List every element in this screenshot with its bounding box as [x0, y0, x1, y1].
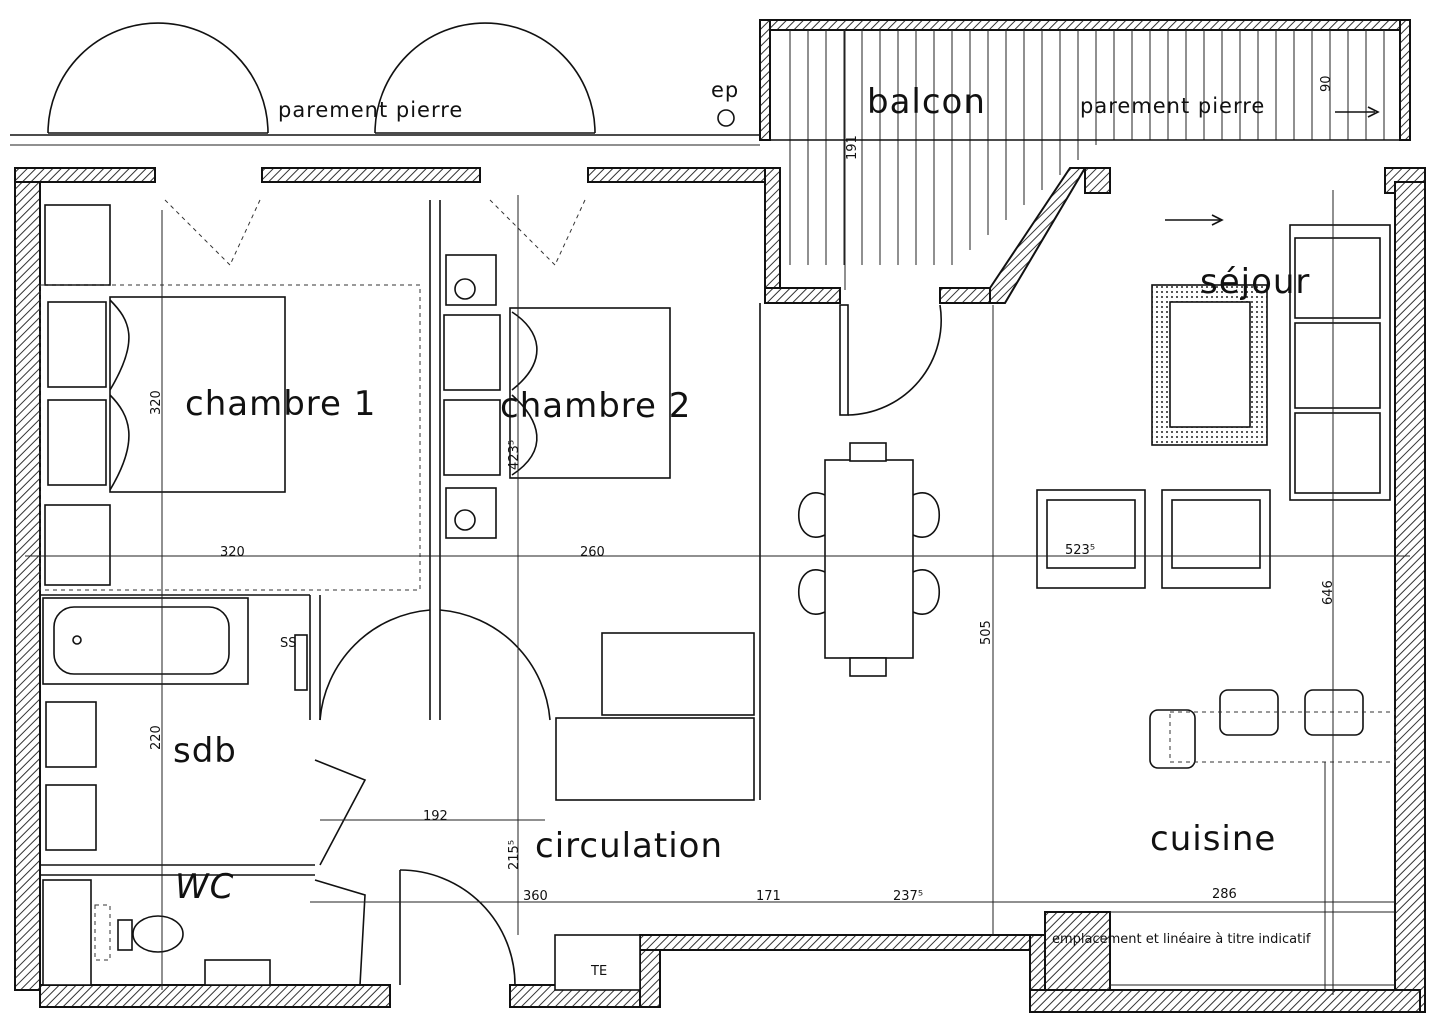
wc-label: WC: [175, 867, 234, 907]
kitchen-furniture: [554, 689, 1396, 991]
dim-90: 90: [1319, 75, 1334, 92]
dim-215: 215⁵: [507, 840, 522, 870]
dimension-lines: [25, 30, 1410, 995]
circulation-label: circulation: [535, 826, 723, 866]
dim-320-vertical: 320: [149, 390, 164, 415]
ss-label: SS: [280, 636, 297, 651]
sdb-label: sdb: [173, 731, 237, 771]
te-label: TE: [590, 964, 607, 979]
dim-360: 360: [523, 889, 548, 904]
chambre1-label: chambre 1: [185, 384, 376, 424]
dim-286: 286: [1212, 887, 1237, 902]
dim-171: 171: [756, 889, 781, 904]
dining-furniture: [798, 442, 940, 677]
dim-646: 646: [1321, 580, 1336, 605]
dim-191: 191: [845, 135, 860, 160]
bedroom1-furniture: [39, 204, 421, 591]
bathroom-furniture: SS: [42, 597, 308, 851]
dim-423: 423⁵: [507, 440, 522, 470]
parement-left-label: parement pierre: [278, 98, 463, 122]
sejour-label: séjour: [1200, 262, 1310, 302]
bedroom2-furniture: [443, 254, 755, 801]
parement-right-label: parement pierre: [1080, 94, 1265, 118]
dim-237: 237⁵: [893, 889, 923, 904]
dim-505: 505: [979, 620, 994, 645]
dim-320-horizontal: 320: [220, 545, 245, 560]
dim-192: 192: [423, 809, 448, 824]
dimension-values: 320 260 320 220 192 215⁵ 360 171 237⁵ 28…: [149, 75, 1336, 904]
labels: parement pierre parement pierre ep balco…: [173, 78, 1311, 979]
ep-label: ep: [711, 78, 739, 102]
dim-220: 220: [149, 725, 164, 750]
indicative-note: emplacement et linéaire à titre indicati…: [1052, 932, 1311, 947]
doors: [164, 199, 1224, 986]
dim-260: 260: [580, 545, 605, 560]
chambre2-label: chambre 2: [500, 386, 691, 426]
ep-symbol: [717, 109, 735, 127]
balcony: [759, 19, 1411, 265]
walls: [14, 167, 1426, 1013]
exterior-facade: [10, 22, 760, 146]
balcon-label: balcon: [867, 82, 986, 122]
living-furniture: [1036, 224, 1391, 589]
dim-523: 523⁵: [1065, 543, 1095, 558]
wc-furniture: [42, 879, 271, 986]
cuisine-label: cuisine: [1150, 819, 1276, 859]
